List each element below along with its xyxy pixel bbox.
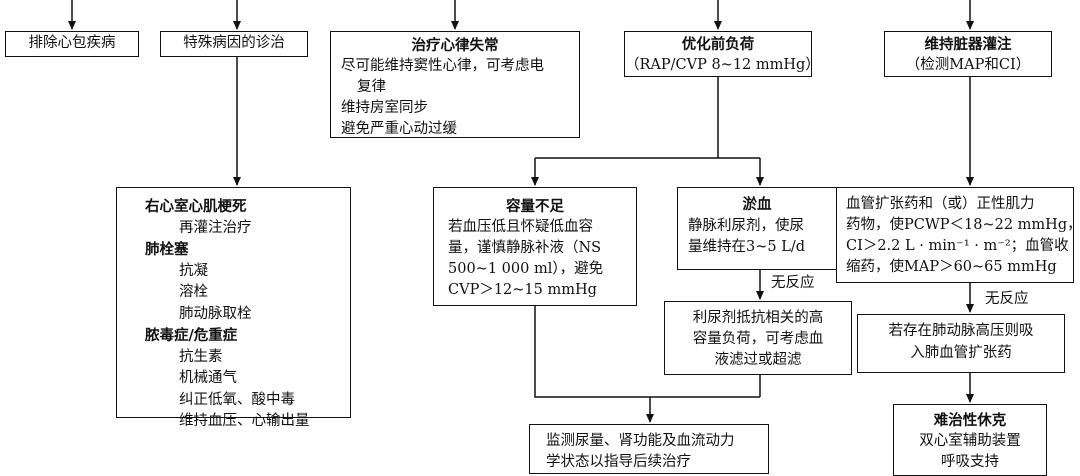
pah-box: 若存在肺动脉高压则吸 入肺血管扩张药 (857, 314, 1065, 373)
vasodilator-line-2: 药物，使PCWP＜18~22 mmHg， (846, 217, 1080, 233)
hypovolemia-line-1: 若血压低且怀疑低血容 (448, 219, 593, 235)
monitoring-box: 监测尿量、肾功能及血流动力 学状态以指导后续治疗 (529, 424, 769, 474)
no-response-label: 无反应 (771, 275, 815, 291)
pe-heading: 肺栓塞 (145, 241, 189, 258)
arrhythmia-line-1: 尽可能维持窦性心律，可考虑电 (341, 58, 544, 74)
exclude-pericardial-text: 排除心包疾病 (28, 35, 116, 51)
special-causes-text: 特殊病因的诊治 (183, 35, 285, 51)
pah-line-1: 若存在肺动脉高压则吸 (888, 323, 1034, 339)
monitoring-line-1: 监测尿量、肾功能及血流动力 (546, 433, 735, 449)
diuretic-resistance-line-3: 液滤过或超滤 (714, 352, 802, 368)
organ-perfusion-title: 维持脏器灌注 (924, 36, 1012, 53)
hypovolemia-box: 容量不足 若血压低且怀疑低血容 量，谨慎静脉补液（NS 500~1 000 ml… (433, 187, 637, 306)
hypovolemia-line-3: 500~1 000 ml），避免 (448, 261, 604, 277)
refractory-box: 难治性休克 双心室辅助装置 呼吸支持 (893, 404, 1047, 476)
vasodilator-box: 血管扩张药和（或）正性肌力 药物，使PCWP＜18~22 mmHg， CI＞2.… (836, 187, 1080, 283)
preload-box: 优化前负荷 （RAP/CVP 8~12 mmHg） (624, 31, 820, 77)
refractory-title: 难治性休克 (933, 412, 1007, 429)
refractory-line-2: 呼吸支持 (941, 454, 999, 470)
organ-perfusion-target: （检测MAP和CI） (905, 57, 1031, 73)
flowchart: 排除心包疾病 特殊病因的诊治 治疗心律失常 尽可能维持窦性心律，可考虑电 复律 … (5, 0, 1080, 476)
congestion-title: 淤血 (742, 196, 772, 213)
pe-item: 抗凝 (179, 262, 208, 279)
causes-list-box: 右心室心肌梗死 再灌注治疗 肺栓塞 抗凝 溶栓 肺动脉取栓 脓毒症/危重症 抗生… (116, 187, 351, 429)
sepsis-heading: 脓毒症/危重症 (145, 327, 238, 344)
pah-line-2: 入肺血管扩张药 (910, 344, 1012, 361)
merge-to-monitoring (534, 306, 761, 398)
vasodilator-line-3: CI＞2.2 L · min⁻¹ · m⁻²；血管收 (846, 238, 1069, 254)
sepsis-item: 维持血压、心输出量 (179, 413, 310, 429)
vasodilator-line-4: 缩药，使MAP＞60~65 mmHg (846, 259, 1057, 275)
special-causes-box: 特殊病因的诊治 (160, 31, 308, 57)
sepsis-item: 抗生素 (179, 348, 223, 365)
vasodilator-line-1: 血管扩张药和（或）正性肌力 (846, 196, 1035, 212)
arrhythmia-line-3: 维持房室同步 (341, 100, 428, 116)
hypovolemia-line-2: 量，谨慎静脉补液（NS (448, 240, 602, 256)
diuretic-resistance-line-2: 容量负荷，可考虑血 (692, 331, 824, 347)
refractory-line-1: 双心室辅助装置 (919, 433, 1021, 449)
arrhythmia-line-2: 复律 (357, 79, 386, 95)
pe-item: 肺动脉取栓 (179, 305, 252, 322)
sepsis-item: 机械通气 (179, 370, 237, 386)
arrhythmia-line-4: 避免严重心动过缓 (341, 121, 457, 137)
congestion-line-2: 量维持在3~5 L/d (688, 239, 806, 255)
congestion-line-1: 静脉利尿剂，使尿 (688, 217, 804, 234)
branch-preload (535, 76, 760, 159)
rv-mi-item: 再灌注治疗 (179, 219, 252, 236)
connector-layer (68, 0, 974, 423)
diuretic-resistance-box: 利尿剂抵抗相关的高 容量负荷，可考虑血 液滤过或超滤 (664, 301, 852, 375)
rv-mi-heading: 右心室心肌梗死 (145, 198, 247, 215)
arrhythmia-box: 治疗心律失常 尽可能维持窦性心律，可考虑电 复律 维持房室同步 避免严重心动过缓 (330, 31, 580, 138)
preload-title: 优化前负荷 (681, 36, 755, 53)
no-response-label: 无反应 (985, 291, 1029, 307)
organ-perfusion-box: 维持脏器灌注 （检测MAP和CI） (884, 31, 1052, 77)
hypovolemia-title: 容量不足 (506, 198, 564, 215)
diuretic-resistance-line-1: 利尿剂抵抗相关的高 (692, 310, 824, 326)
arrhythmia-title: 治疗心律失常 (411, 37, 499, 54)
hypovolemia-line-4: CVP＞12~15 mmHg (448, 282, 597, 298)
exclude-pericardial-box: 排除心包疾病 (5, 31, 139, 57)
congestion-box: 淤血 静脉利尿剂，使尿 量维持在3~5 L/d (677, 187, 837, 270)
monitoring-line-2: 学状态以指导后续治疗 (546, 454, 691, 470)
preload-target: （RAP/CVP 8~12 mmHg） (625, 57, 820, 73)
pe-item: 溶栓 (179, 284, 208, 300)
sepsis-item: 纠正低氧、酸中毒 (179, 391, 295, 408)
